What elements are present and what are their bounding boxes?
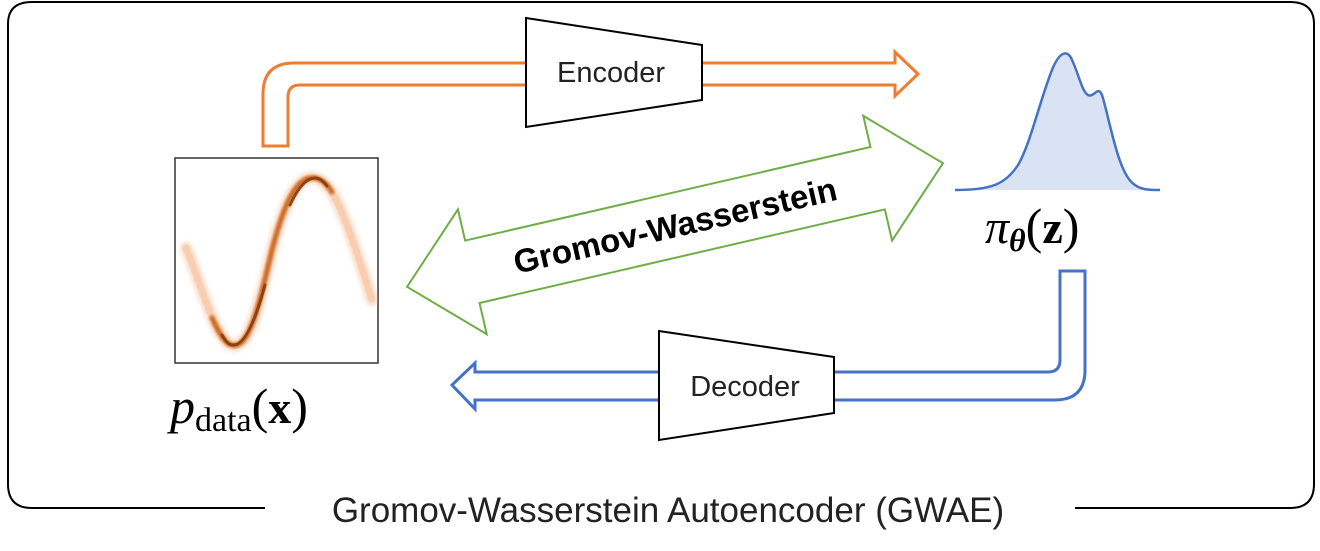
prior-base: π — [985, 201, 1011, 254]
frame-border — [7, 1, 1315, 509]
encoder-label: Encoder — [557, 57, 665, 89]
data-dist-open-paren: ( — [252, 378, 269, 434]
encoder-block: Encoder — [525, 16, 703, 129]
encoder-arrow — [261, 48, 921, 148]
decoder-block: Decoder — [658, 329, 835, 442]
data-dist-base: p — [167, 378, 195, 434]
prior-density — [954, 52, 1161, 192]
data-dist-close-paren: ) — [291, 378, 308, 434]
data-dist-label: pdata(x) — [167, 378, 308, 439]
decoder-arrow — [449, 269, 1087, 413]
prior-open-paren: ( — [1026, 198, 1043, 254]
prior-subscript: θ — [1009, 222, 1026, 258]
decoder-label: Decoder — [690, 371, 800, 403]
prior-arg: z — [1042, 202, 1062, 253]
prior-label: πθ(z) — [985, 198, 1079, 258]
diagram-title: Gromov-Wasserstein Autoencoder (GWAE) — [332, 491, 1004, 530]
data-dist-subscript: data — [195, 402, 252, 439]
data-thumbnail — [174, 157, 379, 364]
gw-double-arrow: Gromov-Wasserstein — [405, 113, 945, 337]
prior-close-paren: ) — [1063, 198, 1080, 254]
data-dist-arg: x — [268, 382, 291, 433]
